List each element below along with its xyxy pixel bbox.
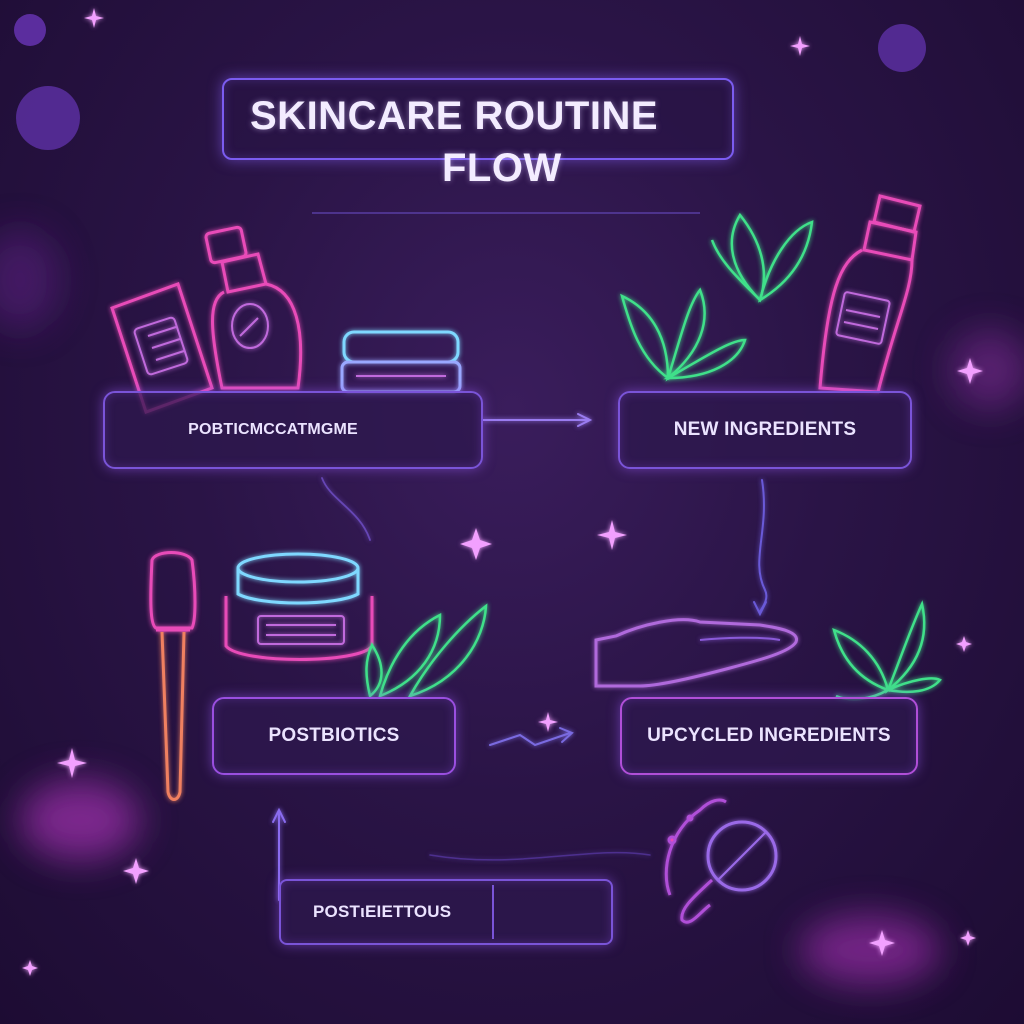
cream-jar-icon bbox=[224, 552, 374, 661]
flow-connectors bbox=[272, 413, 768, 901]
arrow-c-to-d bbox=[489, 732, 571, 747]
connector-bottom bbox=[429, 851, 651, 861]
node-divider bbox=[492, 885, 494, 939]
sparkle-icon bbox=[22, 8, 983, 976]
page-title: SKINCARE ROUTINE bbox=[250, 94, 659, 138]
page-title-line-2: FLOW bbox=[442, 146, 562, 190]
open-hand-icon bbox=[594, 618, 798, 688]
glow-blobs bbox=[0, 230, 1024, 985]
flow-node-label: UPCYCLED INGREDIENTS bbox=[647, 725, 891, 746]
flow-node-postbiotics: POSTBIOTICS bbox=[212, 697, 456, 775]
arrow-b-to-d bbox=[758, 479, 768, 613]
dropper-icon bbox=[149, 551, 197, 801]
flow-node-e: POSTιEIETTOUS bbox=[279, 879, 613, 945]
arrow-a-to-c bbox=[321, 477, 371, 541]
title-frame bbox=[222, 78, 734, 160]
flow-node-new-ingredients: NEW INGREDIENTS bbox=[618, 391, 912, 469]
magnifier-icon bbox=[664, 798, 778, 924]
flow-node-label: POSTBIOTICS bbox=[268, 725, 400, 746]
bubble-decorations bbox=[14, 14, 926, 150]
cream-tube-icon bbox=[110, 282, 214, 414]
leaves-icon bbox=[365, 603, 488, 699]
spray-bottle-icon bbox=[204, 225, 303, 390]
leaves-icon bbox=[832, 600, 942, 701]
flow-node-label: POBTICMCCATMGME bbox=[188, 421, 358, 438]
serum-bottle-icon bbox=[818, 194, 922, 394]
flow-node-label: POSTιEIETTOUS bbox=[313, 902, 452, 921]
flow-node-a: POBTICMCCATMGME bbox=[103, 391, 483, 469]
flow-node-label: NEW INGREDIENTS bbox=[673, 419, 857, 440]
leaves-icon bbox=[620, 212, 814, 382]
cream-jar-icon bbox=[340, 330, 462, 394]
flow-node-upcycled-ingredients: UPCYCLED INGREDIENTS bbox=[620, 697, 918, 775]
